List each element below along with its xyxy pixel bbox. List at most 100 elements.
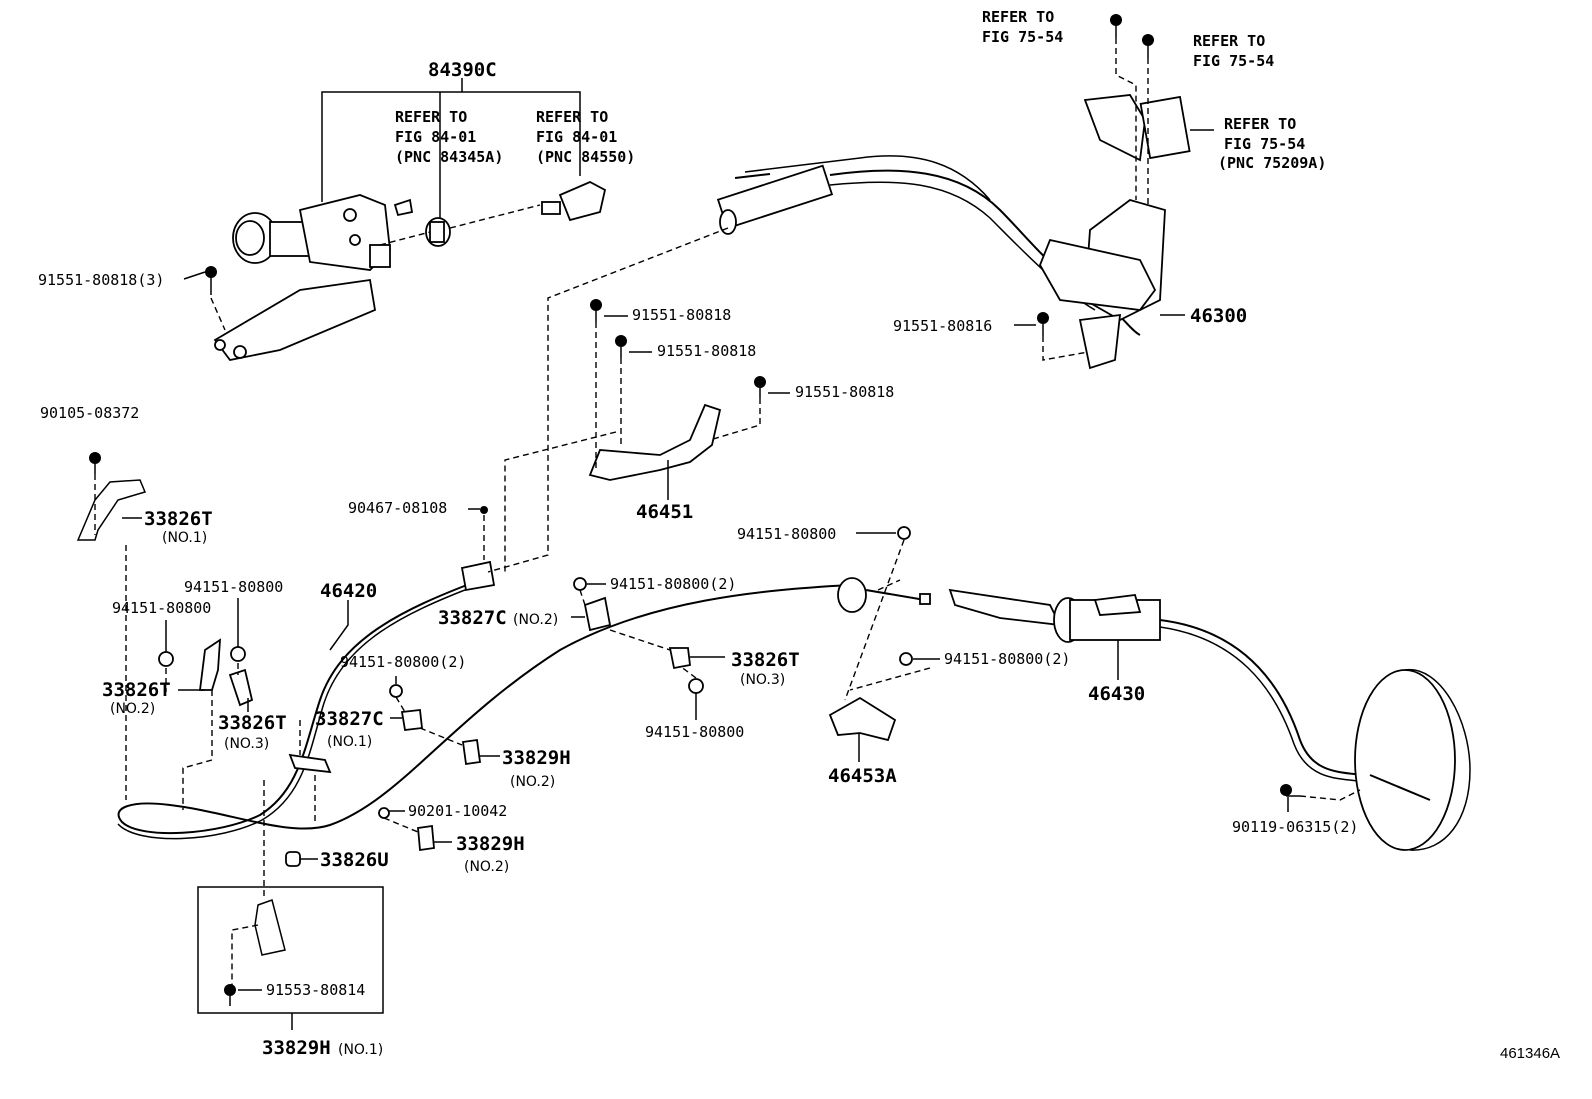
nut-icon — [688, 678, 704, 694]
part-label: 46453A — [828, 765, 897, 787]
fastener-label: 91551-80818(3) — [38, 271, 164, 289]
fastener-label: 94151-80800(2) — [340, 653, 466, 671]
part-label: 33826T — [218, 712, 287, 734]
bolt-icon — [224, 984, 236, 996]
fastener-label: 90467-08108 — [348, 499, 447, 517]
fastener-label: 90105-08372 — [40, 404, 139, 422]
bolt-icon — [1110, 14, 1122, 26]
fastener-label: 91551-80816 — [893, 317, 992, 335]
nut-icon — [230, 646, 246, 662]
grommet-33826U — [285, 851, 301, 867]
ref-label: FIG 75-54 — [1193, 52, 1274, 70]
part-label: 84390C — [428, 59, 497, 81]
part-label: 46300 — [1190, 305, 1247, 327]
clamp-90467 — [460, 560, 496, 592]
part-label: 33826U — [320, 849, 389, 871]
clip-33826T-3a — [228, 668, 254, 707]
ref-label: (PNC 84550) — [536, 148, 635, 166]
inset-box — [197, 886, 384, 1014]
bolt-icon — [480, 506, 488, 514]
part-sub-label: (NO.2) — [513, 612, 558, 628]
cable-46420 — [117, 579, 851, 835]
part-label: 33826T — [102, 679, 171, 701]
fastener-label: 90201-10042 — [408, 802, 507, 820]
bolt-icon — [590, 299, 602, 311]
part-label: 46420 — [320, 580, 377, 602]
clip-33827C-2 — [583, 596, 612, 632]
switch-84550 — [541, 181, 607, 222]
fastener-label: 94151-80800(2) — [944, 650, 1070, 668]
part-sub-label: (NO.3) — [740, 672, 785, 688]
part-label: 33827C — [438, 607, 507, 629]
clip-33829H-1 — [254, 899, 286, 956]
ref-label: FIG 84-01 — [536, 128, 617, 146]
part-label: 33826T — [144, 508, 213, 530]
bracket-46453A — [828, 696, 897, 742]
nut-icon — [378, 807, 390, 819]
fastener-label: 91551-80818 — [795, 383, 894, 401]
part-sub-label: (NO.1) — [327, 734, 372, 750]
bolt-icon — [89, 452, 101, 464]
equalizer — [837, 577, 931, 613]
fastener-label: 94151-80800 — [645, 723, 744, 741]
bolt-icon — [1037, 312, 1049, 324]
fastener-label: 94151-80800 — [184, 578, 283, 596]
part-sub-label: (NO.2) — [110, 701, 155, 717]
ref-label: (PNC 75209A) — [1218, 154, 1326, 172]
bolt-icon — [754, 376, 766, 388]
ref-label: REFER TO — [536, 108, 608, 126]
bolt-icon — [615, 335, 627, 347]
fastener-label: 94151-80800 — [112, 599, 211, 617]
part-sub-label: (NO.1) — [162, 530, 207, 546]
clip-33826T-3b — [668, 647, 691, 670]
nut-icon — [389, 684, 403, 698]
bolt-icon — [1280, 784, 1292, 796]
ref-label: FIG 75-54 — [1224, 135, 1305, 153]
part-label: 33826T — [731, 649, 800, 671]
part-label: 33829H — [262, 1037, 331, 1059]
nut-icon — [573, 577, 587, 591]
clip-33829H-2b — [417, 824, 435, 852]
bolt-icon — [1142, 34, 1154, 46]
nut-icon — [897, 526, 911, 540]
ref-label: (PNC 84345A) — [395, 148, 503, 166]
ref-label: REFER TO — [1193, 32, 1265, 50]
part-sub-label: (NO.1) — [338, 1042, 383, 1058]
fastener-label: 94151-80800 — [737, 525, 836, 543]
ref-label: REFER TO — [982, 8, 1054, 26]
part-sub-label: (NO.2) — [464, 859, 509, 875]
fastener-label: 90119-06315(2) — [1232, 818, 1358, 836]
ref-label: REFER TO — [1224, 115, 1296, 133]
part-sub-label: (NO.3) — [224, 736, 269, 752]
part-label: 46451 — [636, 501, 693, 523]
part-sub-label: (NO.2) — [510, 774, 555, 790]
clip-33827C-mid — [288, 753, 332, 774]
clip-33826T-2 — [198, 638, 222, 691]
cable-assembly-46430 — [948, 588, 1161, 643]
part-label: 46430 — [1088, 683, 1145, 705]
fastener-label: 91551-80818 — [657, 342, 756, 360]
clip-33829H-2a — [461, 738, 482, 766]
part-84345A — [425, 217, 451, 247]
cable-46430 — [1159, 619, 1381, 779]
fastener-label: 94151-80800(2) — [610, 575, 736, 593]
part-label: 33829H — [456, 833, 525, 855]
ref-label: FIG 75-54 — [982, 28, 1063, 46]
nut-icon — [899, 652, 913, 666]
bracket-46451 — [588, 403, 722, 481]
clip-33827C-1 — [400, 709, 423, 731]
part-label: 33829H — [502, 747, 571, 769]
clip-33826T-1 — [76, 479, 147, 541]
fastener-label: 91553-80814 — [266, 981, 365, 999]
bolt-icon — [205, 266, 217, 278]
nut-icon — [158, 651, 174, 667]
ref-label: REFER TO — [395, 108, 467, 126]
cable-assembly-46300 — [716, 94, 1191, 370]
ref-label: FIG 84-01 — [395, 128, 476, 146]
diagram-id: 461346A — [1500, 1045, 1560, 1062]
lever-assembly-84390C — [213, 194, 414, 361]
part-label: 33827C — [315, 708, 384, 730]
brake-drum — [1354, 669, 1471, 851]
fastener-label: 91551-80818 — [632, 306, 731, 324]
